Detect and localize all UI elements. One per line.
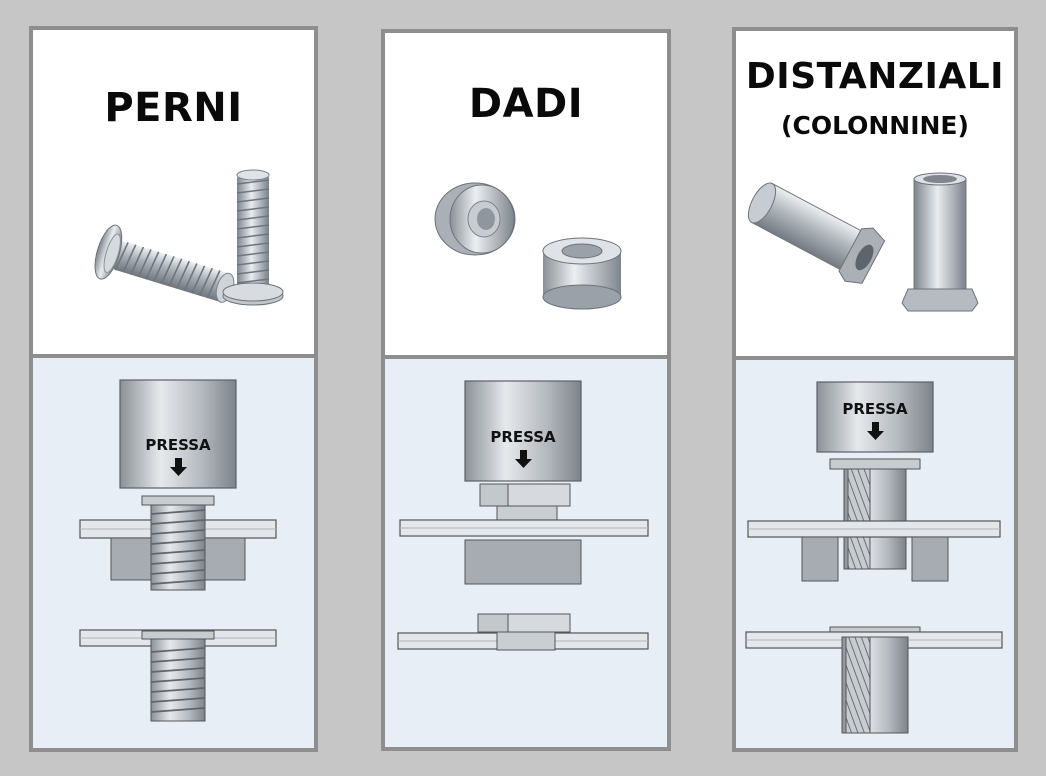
nut-installation-diagram: PRESSA [397, 380, 649, 651]
panel-distanziali: DISTANZIALI (COLONNINE) [732, 27, 1018, 752]
panel-title: DISTANZIALI [745, 56, 1005, 97]
press-label: PRESSA [145, 436, 211, 454]
panel-title: PERNI [104, 85, 243, 131]
press-label: PRESSA [842, 400, 908, 418]
down-arrow-icon [515, 450, 532, 468]
press-label: PRESSA [490, 428, 556, 446]
panel-title: DADI [468, 81, 584, 127]
down-arrow-icon [867, 422, 884, 440]
panel-perni: PERNI [29, 26, 318, 752]
press-block [816, 381, 934, 453]
product-photo-area: PERNI [33, 30, 314, 358]
stud-product-image [94, 169, 284, 306]
standing-stud [222, 169, 284, 306]
tilted-nut [434, 182, 516, 256]
down-arrow-icon [170, 458, 187, 476]
product-photo-area: DADI [385, 33, 667, 359]
stud-installation-diagram: PRESSA [79, 379, 277, 722]
standoff-installation-diagram: PRESSA [745, 381, 1003, 734]
panel-subtitle: (COLONNINE) [781, 111, 969, 140]
product-photo-area: DISTANZIALI (COLONNINE) [736, 31, 1014, 360]
standing-standoff [901, 172, 979, 312]
standing-nut [542, 237, 622, 310]
lying-standoff [747, 182, 886, 284]
nut-product-image [434, 182, 622, 310]
panel-dadi: DADI [381, 29, 671, 751]
standoff-product-image [747, 172, 979, 312]
